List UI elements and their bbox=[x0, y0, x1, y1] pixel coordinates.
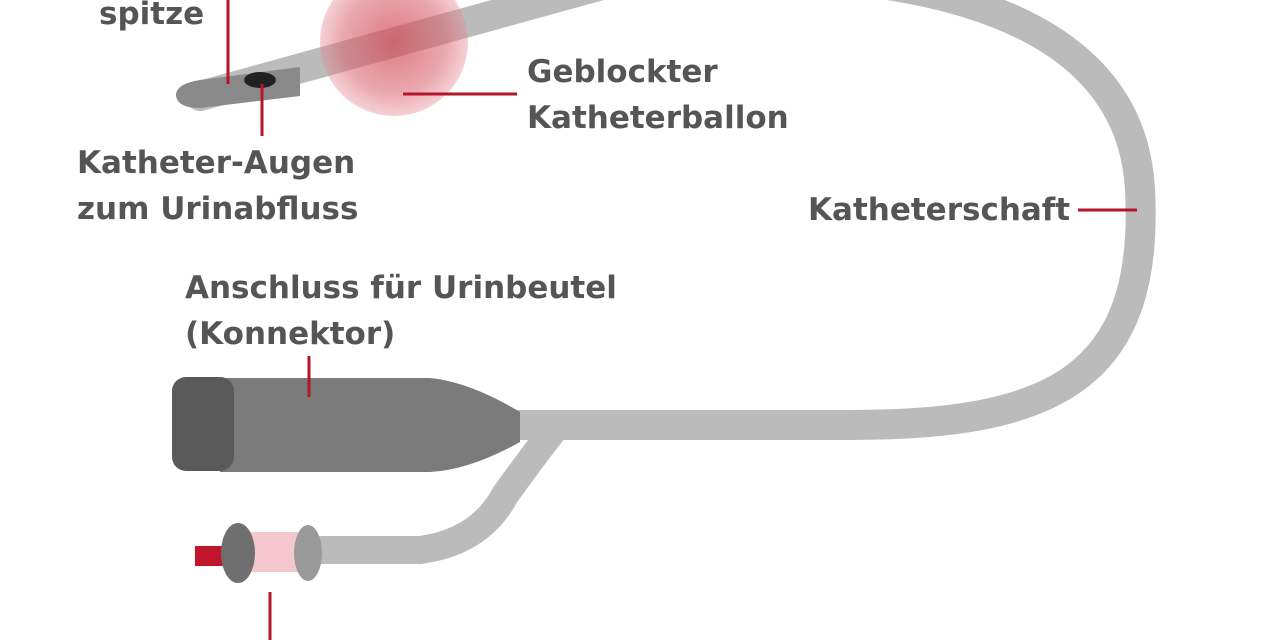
label-balloon-line-2: Katheterballon bbox=[527, 100, 789, 136]
valve-pink-sleeve bbox=[248, 532, 300, 572]
catheter-shaft bbox=[185, 0, 1156, 440]
label-balloon-line-1: Geblockter bbox=[527, 54, 718, 90]
valve-disc-outer bbox=[221, 523, 255, 583]
label-connector-line-1: Anschluss für Urinbeutel bbox=[185, 270, 617, 306]
label-connector: Anschluss für Urinbeutel (Konnektor) bbox=[185, 265, 617, 357]
valve-disc-inner bbox=[294, 525, 322, 581]
catheter-eye-icon bbox=[244, 72, 276, 88]
label-tip: spitze bbox=[99, 0, 204, 37]
label-eyes-line-2: zum Urinabfluss bbox=[77, 191, 359, 227]
label-shaft: Katheterschaft bbox=[808, 187, 1070, 233]
label-shaft-text: Katheterschaft bbox=[808, 192, 1071, 228]
connector-body bbox=[220, 378, 520, 472]
label-eyes-line-1: Katheter-Augen bbox=[77, 145, 356, 181]
label-balloon: Geblockter Katheterballon bbox=[527, 49, 789, 141]
label-tip-text: spitze bbox=[99, 0, 205, 32]
label-eyes: Katheter-Augen zum Urinabfluss bbox=[77, 140, 358, 232]
inflation-branch-tube bbox=[298, 414, 569, 564]
catheter-balloon bbox=[320, 0, 468, 116]
label-connector-line-2: (Konnektor) bbox=[185, 316, 396, 352]
connector-cap bbox=[172, 377, 234, 471]
